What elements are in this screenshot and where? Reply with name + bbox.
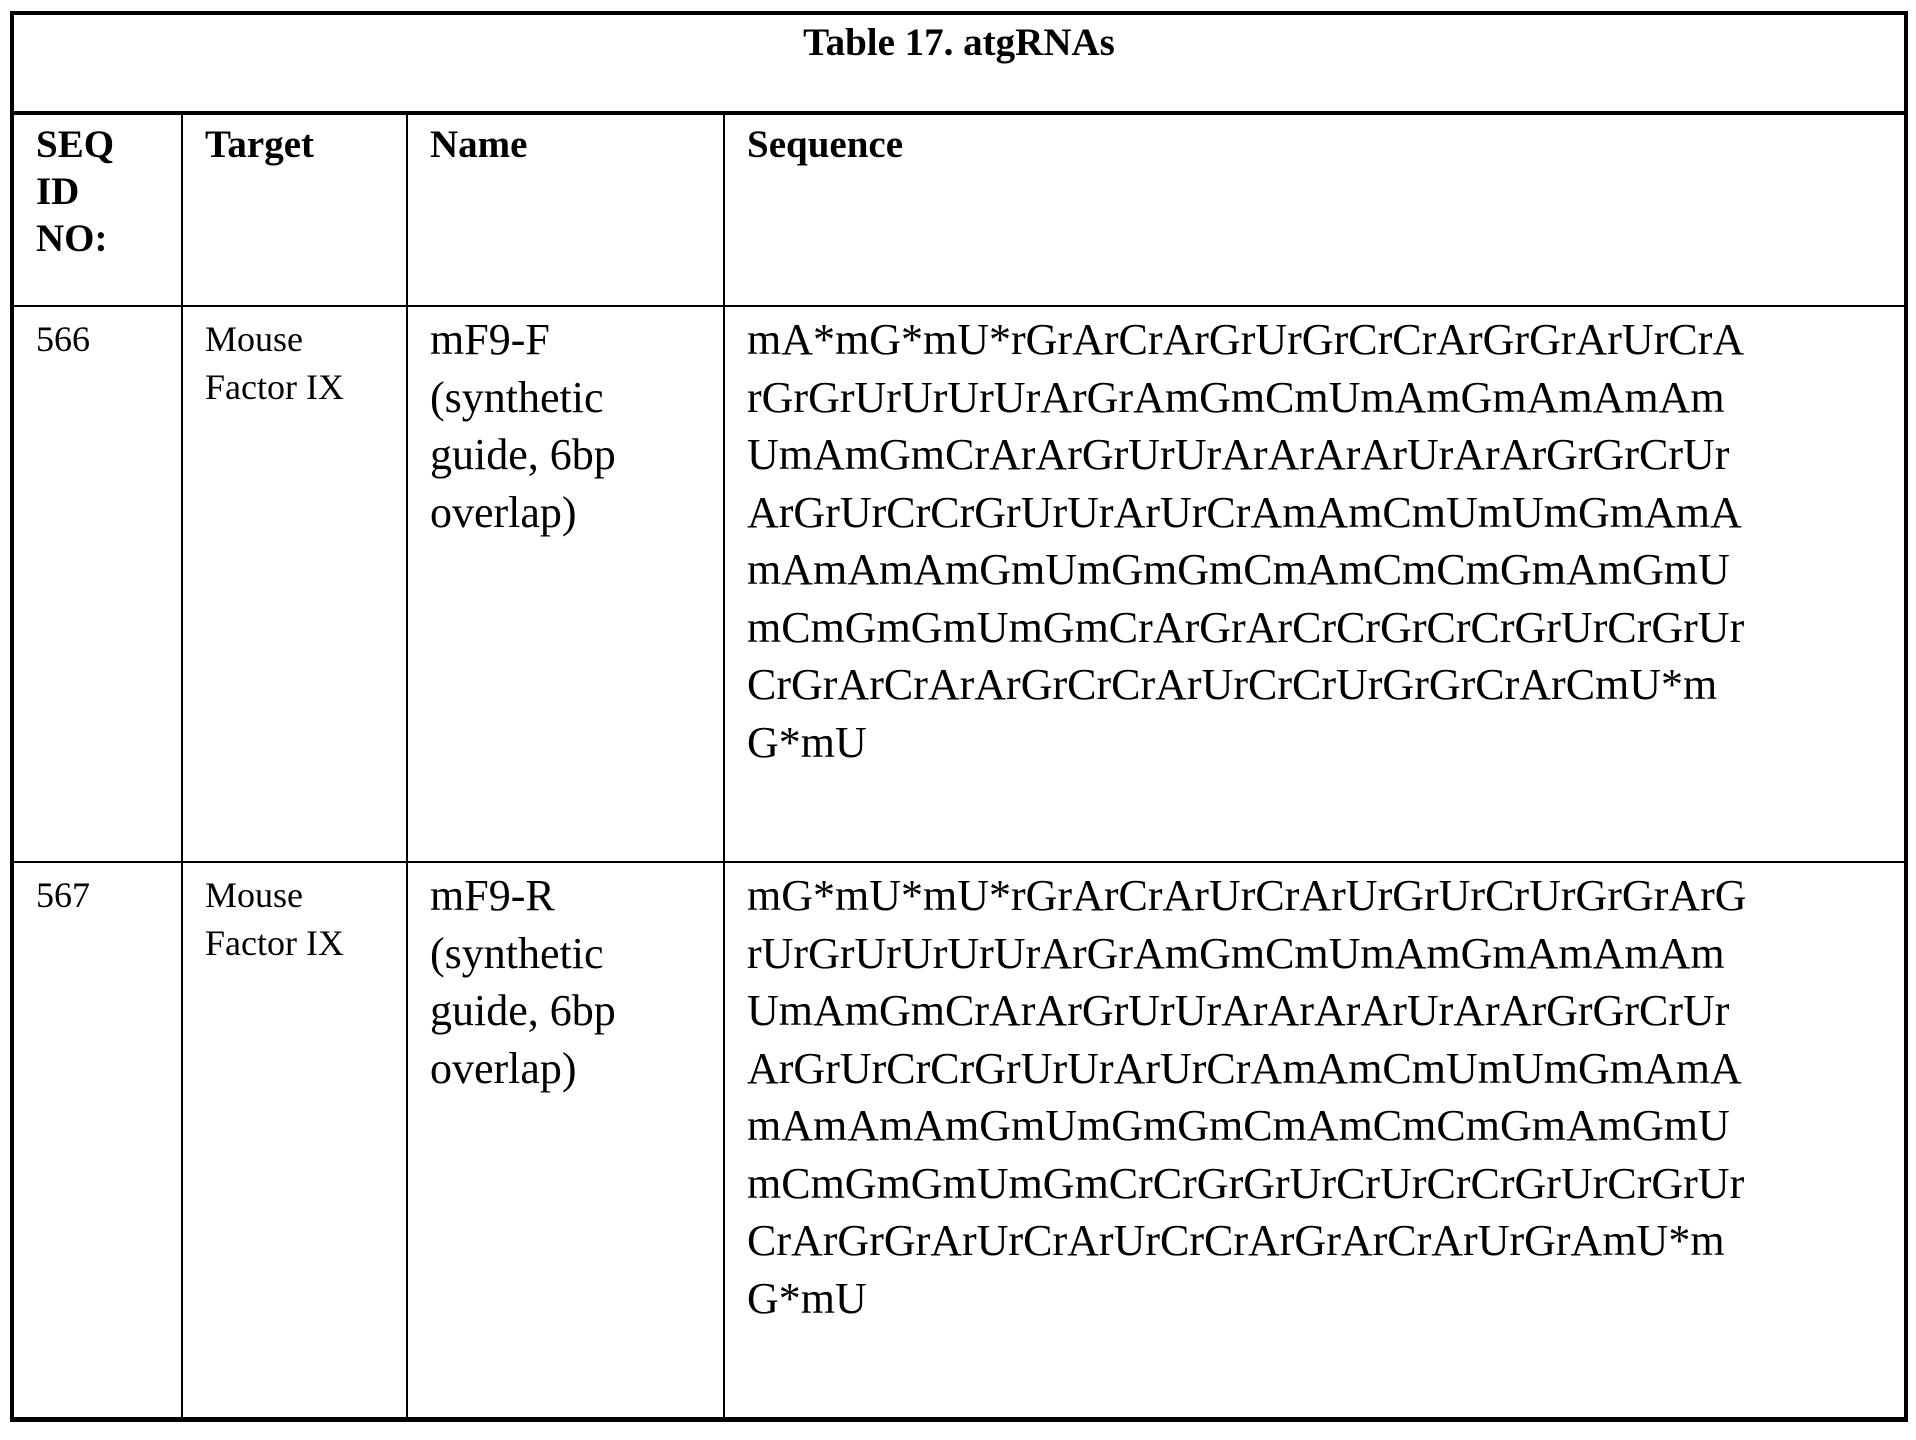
header-row: SEQ ID NO: Target Name Sequence bbox=[10, 112, 1908, 307]
name-cell: mF9-R (synthetic guide, 6bp overlap) bbox=[406, 861, 725, 1422]
table-row: 567 Mouse Factor IX mF9-R (synthetic gui… bbox=[10, 861, 1908, 1422]
seq-id-cell: 567 bbox=[10, 861, 183, 1422]
table-row: 566 Mouse Factor IX mF9-F (synthetic gui… bbox=[10, 305, 1908, 863]
header-seq-id: SEQ ID NO: bbox=[10, 112, 183, 307]
table-title-cell: Table 17. atgRNAs bbox=[10, 11, 1908, 115]
sequence-cell: mG*mU*mU*rGrArCrArUrCrArUrGrUrCrUrGrGrAr… bbox=[723, 861, 1908, 1422]
sequence-text: mG*mU*mU*rGrArCrArUrCrArUrGrUrCrUrGrGrAr… bbox=[747, 871, 1747, 1323]
seq-id-cell: 566 bbox=[10, 305, 183, 863]
name-cell: mF9-F (synthetic guide, 6bp overlap) bbox=[406, 305, 725, 863]
header-name: Name bbox=[406, 112, 725, 307]
header-sequence: Sequence bbox=[723, 112, 1908, 307]
target-cell: Mouse Factor IX bbox=[181, 861, 408, 1422]
table-title: Table 17. atgRNAs bbox=[803, 21, 1115, 64]
sequence-cell: mA*mG*mU*rGrArCrArGrUrGrCrCrArGrGrArUrCr… bbox=[723, 305, 1908, 863]
atgrna-table: Table 17. atgRNAs SEQ ID NO: Target Name… bbox=[10, 11, 1908, 1422]
sequence-text: mA*mG*mU*rGrArCrArGrUrGrCrCrArGrGrArUrCr… bbox=[747, 315, 1745, 767]
target-cell: Mouse Factor IX bbox=[181, 305, 408, 863]
header-target: Target bbox=[181, 112, 408, 307]
